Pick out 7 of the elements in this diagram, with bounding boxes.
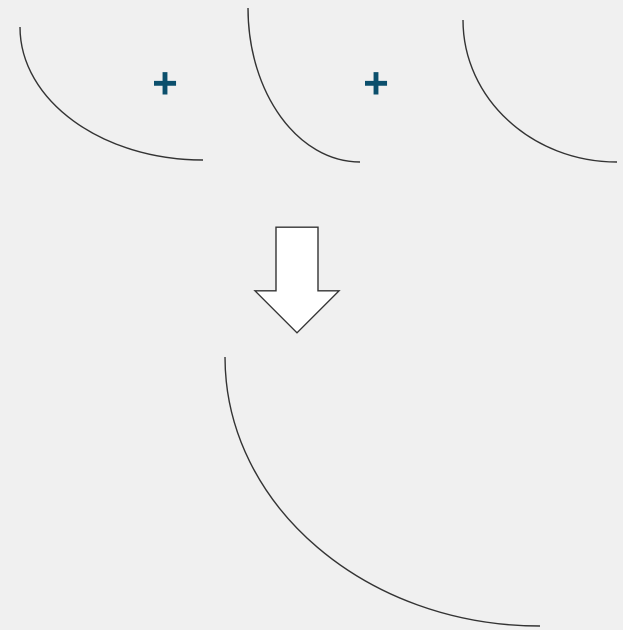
curve-drawing (224, 356, 540, 627)
plus-sign: + (365, 72, 388, 94)
plus-sign: + (154, 72, 176, 94)
curve-drawing (247, 8, 360, 163)
block-arrow (253, 226, 341, 334)
curve-drawing (462, 20, 618, 163)
curve-drawing (19, 26, 204, 161)
